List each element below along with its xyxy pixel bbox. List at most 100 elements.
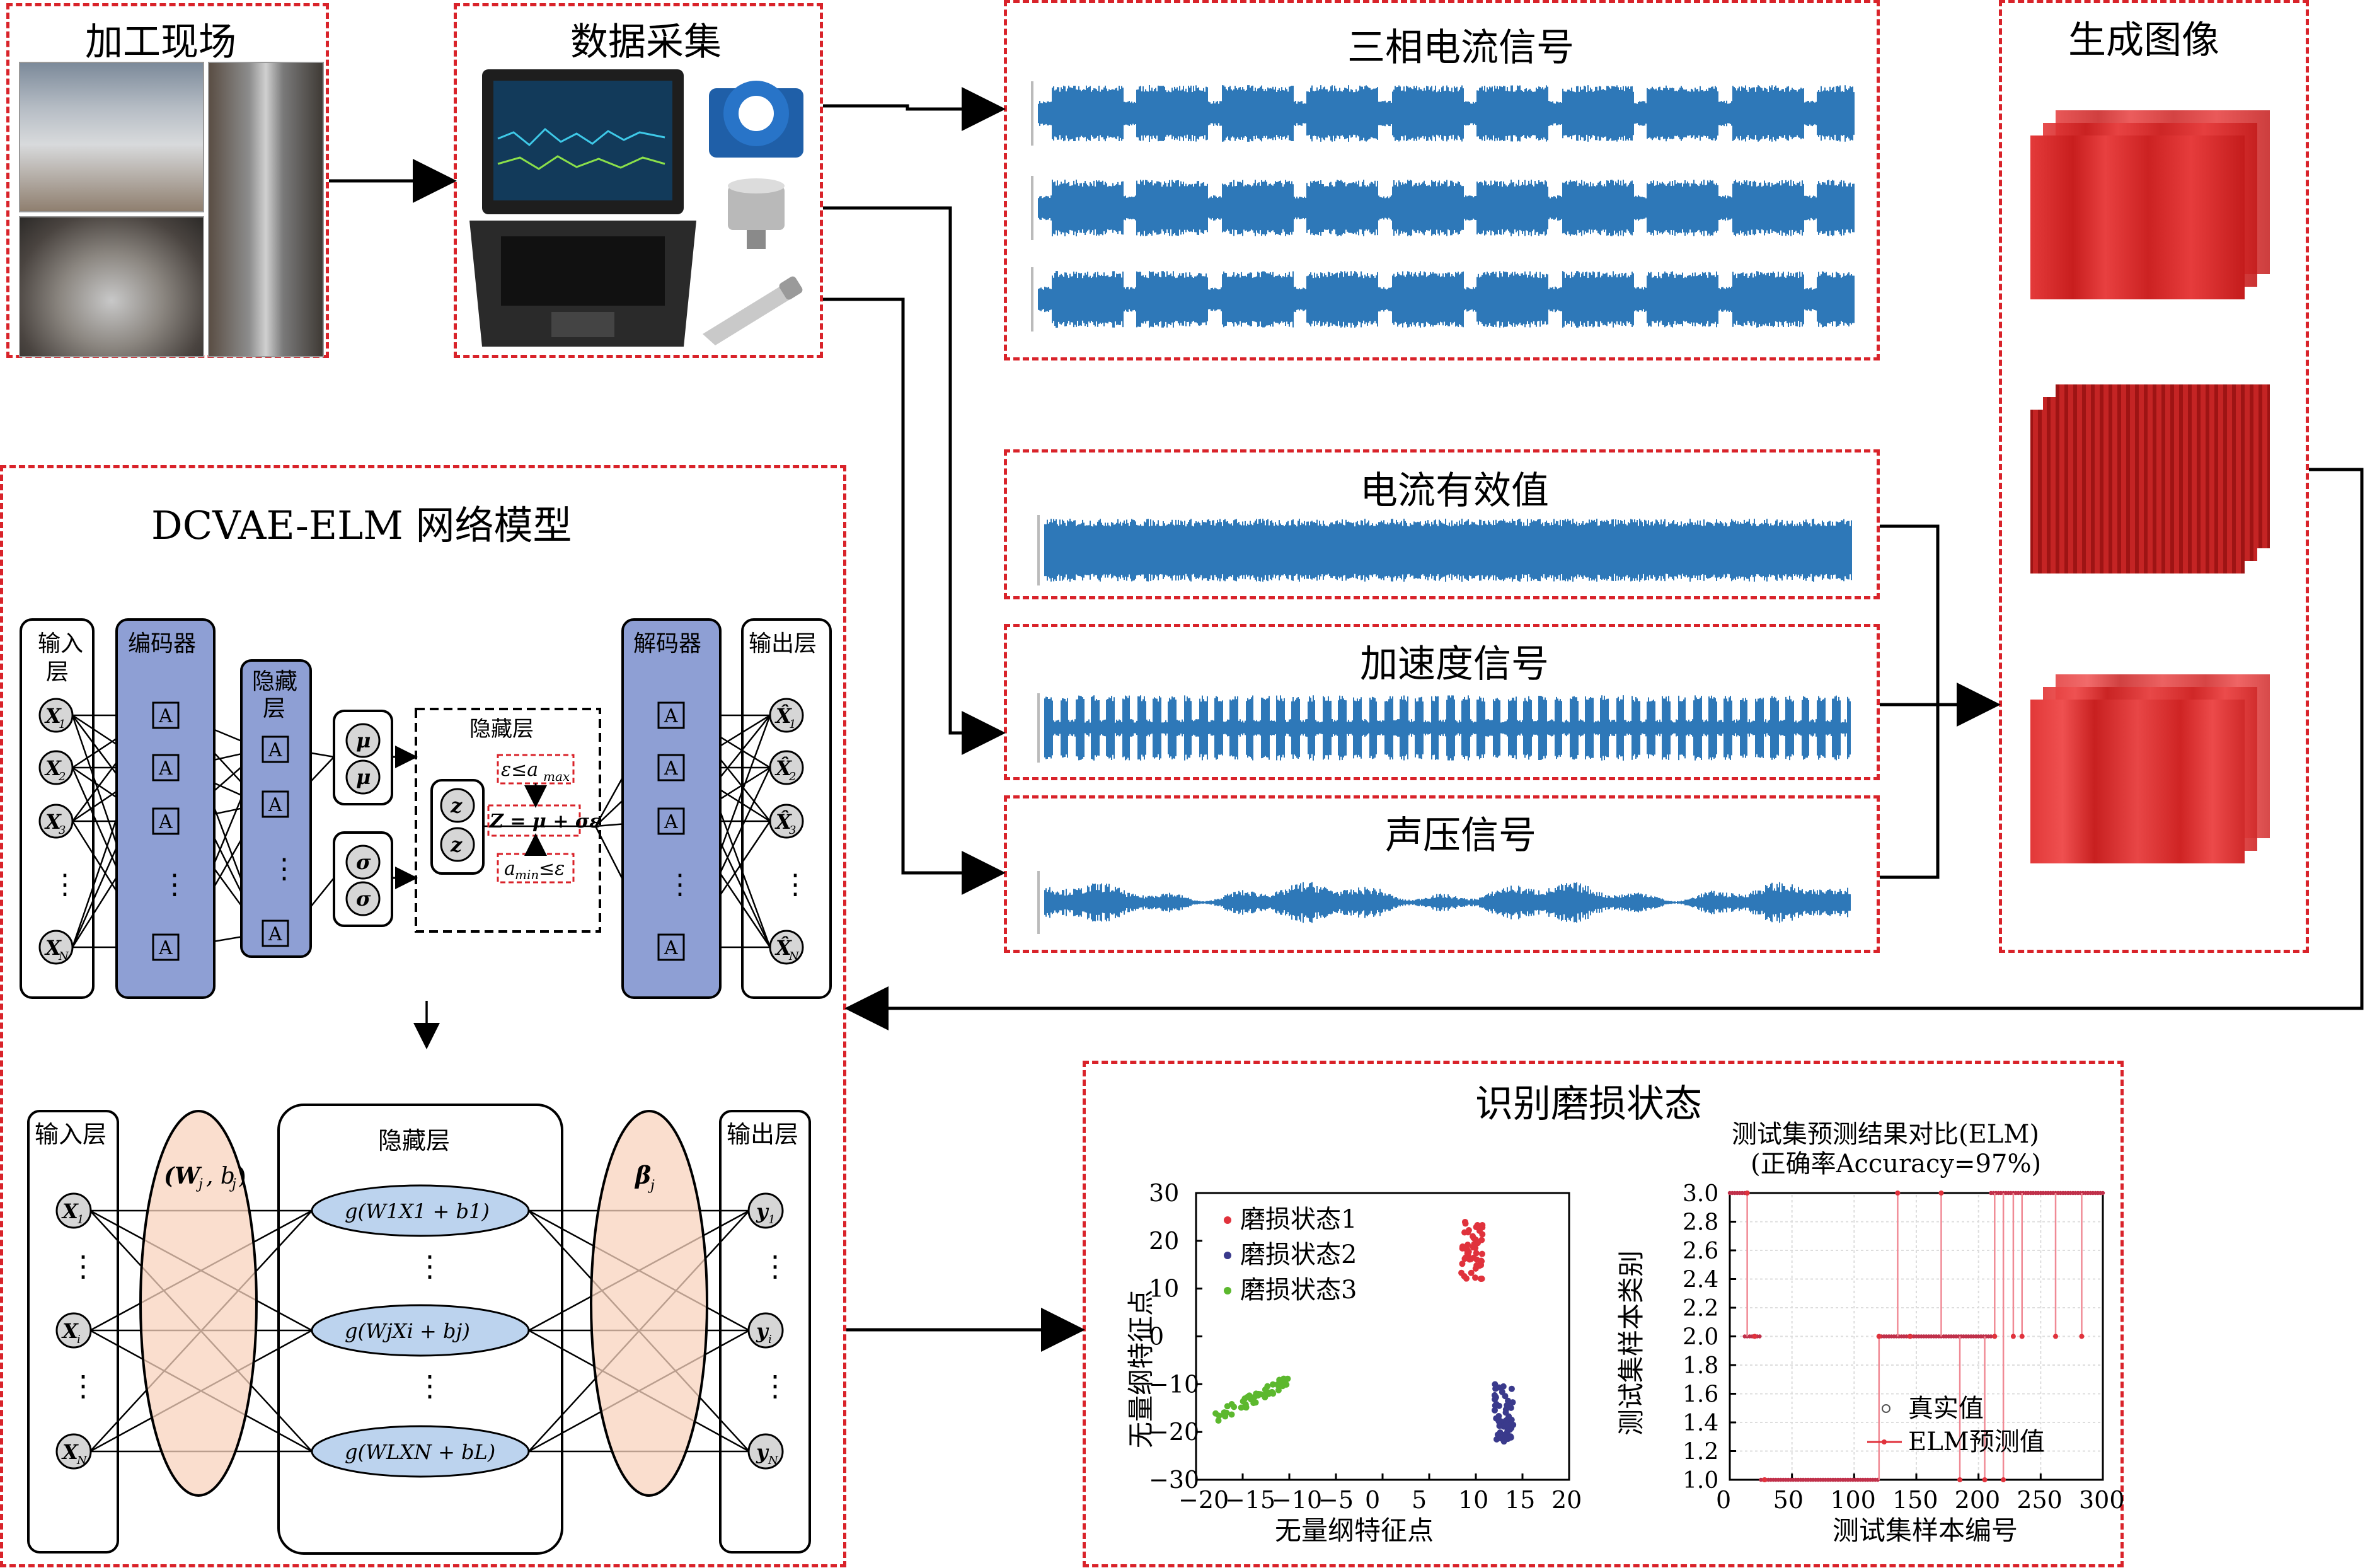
scatter-point — [1495, 1413, 1502, 1420]
mu-node — [345, 759, 381, 795]
svg-text:A: A — [158, 758, 173, 780]
scatter-point — [1459, 1260, 1466, 1267]
svg-text:y: y — [756, 1440, 769, 1464]
decoder-node — [657, 807, 685, 835]
svg-text:g(W1X1 + b1): g(W1X1 + b1) — [345, 1199, 490, 1223]
dcvae-output-node — [769, 930, 804, 965]
scatter-point — [1472, 1274, 1479, 1281]
compare-ytick: 3.0 — [1683, 1181, 1718, 1207]
scatter-legend-item: 磨损状态1 — [1240, 1205, 1357, 1234]
sound-panel: 声压信号 — [1004, 795, 1880, 953]
generate-panel: 生成图像 — [1999, 0, 2309, 953]
scatter-point — [1262, 1392, 1269, 1398]
sound-wave — [1044, 882, 1851, 923]
svg-text:y: y — [756, 1199, 769, 1223]
rms-title: 电流有效值 — [1360, 469, 1549, 513]
svg-text:μ: μ — [356, 729, 371, 752]
elm-output-node — [747, 1312, 784, 1349]
elm-output-label: 输出层 — [727, 1121, 798, 1148]
hidden-label-1: 隐藏 — [252, 669, 297, 695]
scatter-point — [1478, 1276, 1485, 1283]
svg-text:⋮: ⋮ — [161, 868, 188, 901]
encoder-label: 编码器 — [128, 631, 196, 657]
svg-text:A: A — [664, 937, 678, 959]
scatter-point — [1462, 1254, 1469, 1261]
scatter-point — [1470, 1235, 1477, 1242]
rms-panel: 电流有效值 — [1004, 449, 1880, 599]
scatter-legend-item: 磨损状态3 — [1240, 1276, 1357, 1305]
svg-text:σ: σ — [356, 850, 371, 874]
scatter-point — [1250, 1400, 1257, 1407]
latent-box — [415, 708, 601, 933]
svg-text:3: 3 — [789, 824, 796, 837]
scatter-ytick: −20 — [1149, 1418, 1199, 1446]
dcvae-output-node — [769, 804, 804, 839]
svg-text:g(WjXi + bj): g(WjXi + bj) — [345, 1319, 470, 1343]
svg-text:3: 3 — [59, 824, 66, 837]
encoder-node — [152, 933, 180, 961]
svg-text:N: N — [788, 950, 800, 963]
dcvae-diagram: 输入 层 编码器 隐藏 层 隐藏层 ε≤a max Z = μ + σε a m… — [20, 618, 832, 1555]
svg-text:⋮: ⋮ — [415, 1249, 444, 1283]
svg-text:z: z — [450, 833, 463, 856]
compare-xtick: 0 — [1716, 1486, 1731, 1514]
tool-holder-photo — [208, 62, 324, 357]
scatter-point — [1270, 1390, 1277, 1397]
elm-input-node — [55, 1433, 92, 1470]
svg-text:X: X — [44, 756, 62, 780]
svg-text:X: X — [61, 1199, 79, 1223]
compare-ytick: 2.8 — [1683, 1210, 1718, 1236]
scatter-ytick: 10 — [1149, 1275, 1179, 1303]
elm-input-node — [55, 1312, 92, 1349]
compare-xlabel: 测试集样本编号 — [1833, 1515, 2018, 1546]
compare-ytick: 1.4 — [1683, 1410, 1718, 1436]
decoder-node — [657, 701, 685, 729]
elm-hidden-node — [311, 1425, 530, 1478]
svg-text:⋮: ⋮ — [781, 868, 809, 901]
svg-text:N: N — [768, 1454, 779, 1467]
elm-input-node — [55, 1192, 92, 1229]
arrow-acq-to-accel — [823, 206, 1006, 755]
dcvae-input-node — [38, 930, 74, 965]
scatter-ytick: 30 — [1149, 1179, 1179, 1207]
scatter-xtick: −10 — [1272, 1486, 1322, 1514]
scatter-xtick: −15 — [1225, 1486, 1275, 1514]
svg-text:X̂: X̂ — [774, 810, 792, 834]
three-phase-title: 三相电流信号 — [1347, 26, 1574, 70]
elm-output-node — [747, 1192, 784, 1229]
accel-title: 加速度信号 — [1360, 642, 1549, 686]
scatter-point — [1492, 1396, 1499, 1403]
scatter-point — [1478, 1250, 1485, 1257]
reparam-label: Z = μ + σε — [489, 810, 601, 833]
eps-min-sub: min — [515, 867, 539, 882]
compare-ytick: 1.0 — [1683, 1468, 1718, 1494]
decoder-node — [657, 933, 685, 961]
model-title: DCVAE-ELM 网络模型 — [151, 502, 572, 548]
compare-xtick: 300 — [2079, 1486, 2125, 1514]
elm-input-label: 输入层 — [35, 1121, 106, 1148]
sigma-node — [345, 881, 381, 916]
site-title: 加工现场 — [85, 20, 236, 64]
scatter-xtick: 5 — [1412, 1486, 1427, 1514]
scatter-ytick: 20 — [1149, 1227, 1179, 1255]
svg-text:1: 1 — [768, 1213, 775, 1226]
generate-title: 生成图像 — [2068, 18, 2219, 62]
eps-min-label-2: ≤ε — [539, 858, 565, 880]
scatter-ylabel: 无量纲特征点 — [1125, 1289, 1156, 1448]
phase-a-wave — [1038, 85, 1855, 142]
acquisition-title: 数据采集 — [570, 20, 722, 64]
compare-xtick: 150 — [1892, 1486, 1938, 1514]
arrow-acq-to-threephase — [823, 87, 1006, 131]
elm-hidden-layer — [277, 1104, 563, 1555]
compare-legend-item: ELM预测值 — [1908, 1427, 2045, 1456]
scatter-point — [1212, 1410, 1219, 1417]
compare-ytick: 2.0 — [1683, 1325, 1718, 1351]
scatter-point — [1221, 1409, 1228, 1416]
scatter-xtick: 20 — [1551, 1486, 1582, 1514]
dcvae-input-node — [38, 750, 74, 785]
dcvae-output-node — [769, 698, 804, 733]
svg-text:N: N — [76, 1454, 88, 1467]
svg-text:A: A — [158, 705, 173, 727]
compare-ytick: 2.2 — [1683, 1296, 1718, 1322]
